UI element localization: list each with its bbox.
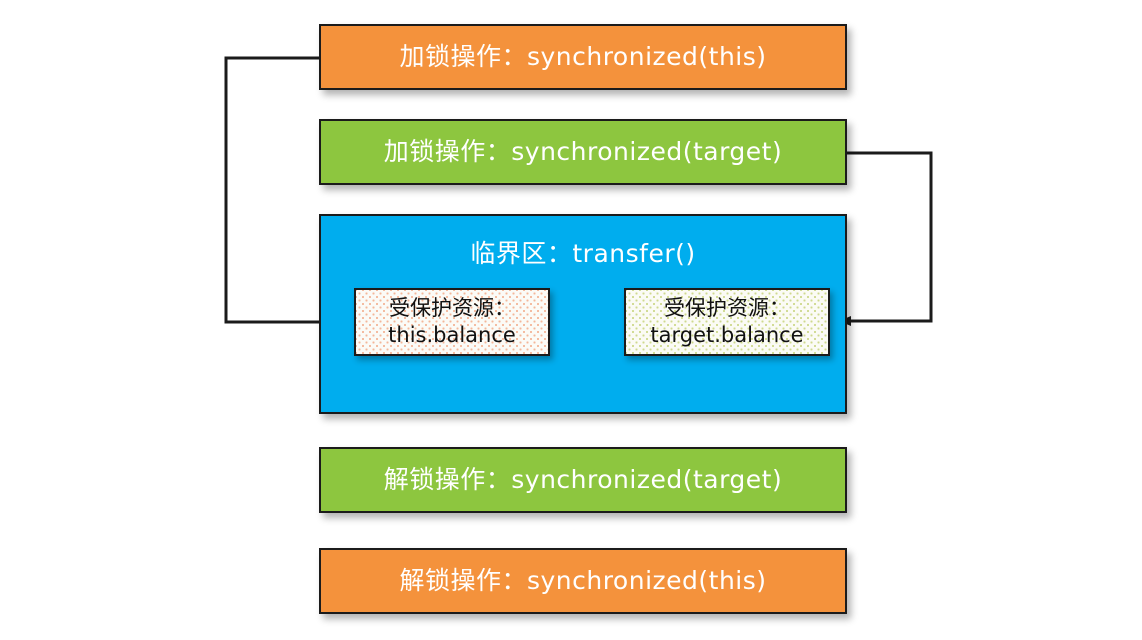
block-unlock-this-label: 解锁操作：synchronized(this) <box>399 566 767 596</box>
block-unlock-target-label: 解锁操作：synchronized(target) <box>383 465 783 495</box>
resource-this-balance-caption: 受保护资源： <box>389 295 515 320</box>
block-lock-this-label: 加锁操作：synchronized(this) <box>399 42 767 72</box>
resource-this-balance[interactable]: 受保护资源： this.balance <box>354 288 550 356</box>
resource-this-balance-value: this.balance <box>388 323 516 347</box>
block-lock-target-label: 加锁操作：synchronized(target) <box>383 137 783 167</box>
block-critical-section-label: 临界区：transfer() <box>470 239 696 268</box>
resource-target-balance-value: target.balance <box>650 323 804 347</box>
resource-target-balance[interactable]: 受保护资源： target.balance <box>624 288 830 356</box>
connector-target-lock-to-target-balance <box>839 151 933 326</box>
block-lock-this[interactable]: 加锁操作：synchronized(this) <box>319 24 847 90</box>
block-lock-target[interactable]: 加锁操作：synchronized(target) <box>319 119 847 185</box>
resource-target-balance-caption: 受保护资源： <box>664 295 790 320</box>
block-unlock-target[interactable]: 解锁操作：synchronized(target) <box>319 447 847 513</box>
block-unlock-this[interactable]: 解锁操作：synchronized(this) <box>319 548 847 614</box>
block-critical-section[interactable]: 临界区：transfer() 受保护资源： this.balance 受保护资源… <box>319 214 847 414</box>
